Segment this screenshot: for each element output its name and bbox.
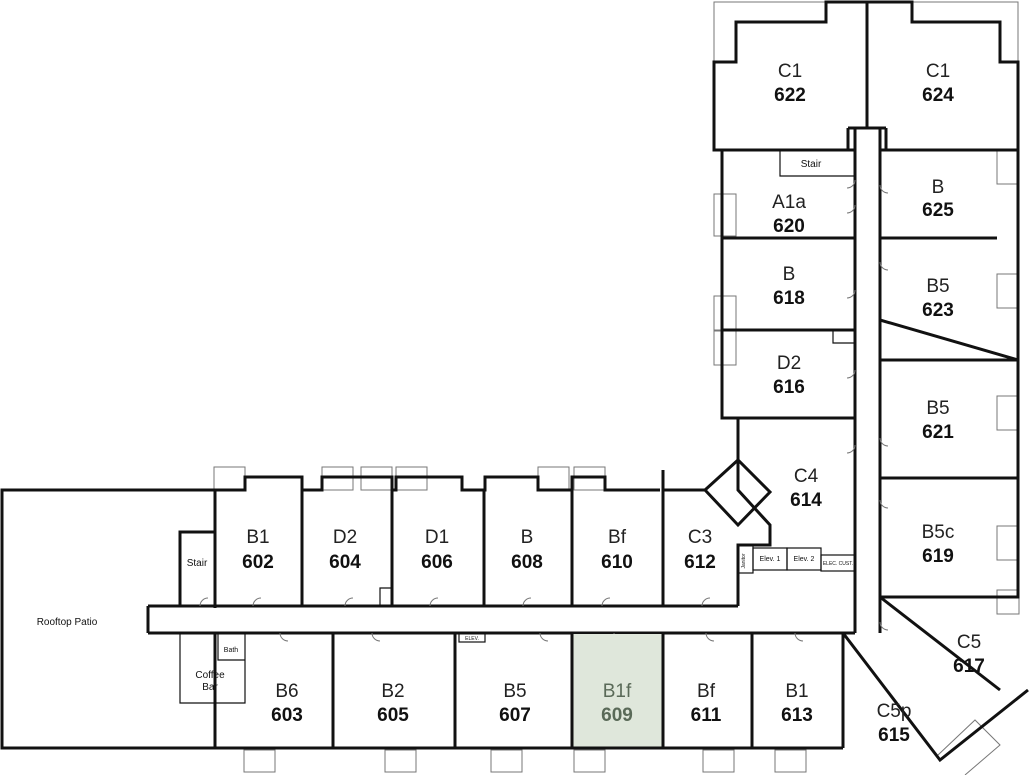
unit-number: 612 <box>684 552 716 573</box>
unit-type: D2 <box>777 353 801 374</box>
unit-625[interactable]: B 625 <box>922 177 954 221</box>
unit-602[interactable]: B1 602 <box>242 527 274 573</box>
unit-number: 624 <box>922 85 954 106</box>
elev2-label: Elev. 2 <box>794 556 815 563</box>
unit-type: B1 <box>785 681 808 702</box>
unit-624[interactable]: C1 624 <box>922 61 954 106</box>
elev-label: ELEV. <box>465 636 479 642</box>
unit-612[interactable]: C3 612 <box>684 527 716 573</box>
unit-610[interactable]: Bf 610 <box>601 527 633 573</box>
unit-number: 614 <box>790 490 822 511</box>
unit-type: C5p <box>877 701 912 722</box>
unit-616[interactable]: D2 616 <box>773 353 805 398</box>
unit-603[interactable]: B6 603 <box>271 681 303 726</box>
unit-number: 615 <box>878 725 910 746</box>
unit-number: 620 <box>773 216 805 237</box>
unit-type: B1f <box>603 681 632 702</box>
unit-number: 625 <box>922 200 954 221</box>
unit-605[interactable]: B2 605 <box>377 681 409 726</box>
unit-type: D2 <box>333 527 357 548</box>
unit-number: 606 <box>421 552 453 573</box>
coffee-bar-label-line2: Bar <box>202 682 218 693</box>
unit-number: 603 <box>271 705 303 726</box>
coffee-bar-label-line1: Coffee <box>195 670 225 681</box>
unit-621[interactable]: B5 621 <box>922 398 954 443</box>
unit-609[interactable]: B1f 609 <box>570 633 665 750</box>
unit-number: 622 <box>774 85 806 106</box>
unit-type: C5 <box>957 632 981 653</box>
unit-number: 618 <box>773 288 805 309</box>
unit-619[interactable]: B5c 619 <box>922 522 955 567</box>
unit-type: D1 <box>425 527 449 548</box>
unit-number: 608 <box>511 552 543 573</box>
unit-number: 611 <box>691 705 722 726</box>
unit-number: 613 <box>781 705 813 726</box>
unit-type: B5 <box>503 681 526 702</box>
unit-type: Bf <box>697 681 716 702</box>
unit-type: B6 <box>275 681 298 702</box>
unit-number: 619 <box>922 546 954 567</box>
unit-type: B <box>521 527 534 548</box>
unit-number: 623 <box>922 300 954 321</box>
unit-608[interactable]: B 608 <box>511 527 543 573</box>
unit-type: B5c <box>922 522 955 543</box>
unit-number: 616 <box>773 377 805 398</box>
unit-type: C3 <box>688 527 712 548</box>
stair-north-label: Stair <box>801 159 822 170</box>
unit-type: B <box>932 177 945 198</box>
unit-highlight <box>573 634 662 747</box>
unit-606[interactable]: D1 606 <box>421 527 453 573</box>
unit-type: B5 <box>926 276 949 297</box>
unit-604[interactable]: D2 604 <box>329 527 361 573</box>
unit-617[interactable]: C5 617 <box>953 632 985 677</box>
unit-number: 602 <box>242 552 274 573</box>
elev-box <box>458 632 486 643</box>
unit-type: B5 <box>926 398 949 419</box>
unit-607[interactable]: B5 607 <box>499 681 531 726</box>
unit-type: C4 <box>794 466 819 487</box>
unit-type: C1 <box>778 61 802 82</box>
unit-number: 609 <box>601 705 633 726</box>
rooftop-patio-label: Rooftop Patio <box>37 617 98 628</box>
unit-number: 604 <box>329 552 361 573</box>
unit-611[interactable]: Bf 611 <box>691 681 722 726</box>
unit-620[interactable]: A1a 620 <box>772 192 806 237</box>
elec-cust-label: ELEC. CUST. <box>823 561 853 567</box>
unit-type: B <box>783 264 796 285</box>
unit-number: 621 <box>922 422 954 443</box>
unit-613[interactable]: B1 613 <box>781 681 813 726</box>
unit-number: 610 <box>601 552 633 573</box>
unit-618[interactable]: B 618 <box>773 264 805 309</box>
unit-number: 607 <box>499 705 531 726</box>
unit-number: 617 <box>953 656 985 677</box>
unit-type: B1 <box>246 527 269 548</box>
unit-615[interactable]: C5p 615 <box>877 701 912 746</box>
unit-614[interactable]: C4 614 <box>790 466 822 511</box>
bath-label: Bath <box>224 647 239 654</box>
unit-622[interactable]: C1 622 <box>774 61 806 106</box>
unit-number: 605 <box>377 705 409 726</box>
unit-type: C1 <box>926 61 950 82</box>
unit-623[interactable]: B5 623 <box>922 276 954 321</box>
janitor-label: Janitor <box>741 553 747 568</box>
elev1-label: Elev. 1 <box>760 556 781 563</box>
unit-type: A1a <box>772 192 806 213</box>
unit-type: B2 <box>381 681 404 702</box>
stair-west-label: Stair <box>187 558 208 569</box>
doors <box>199 179 889 642</box>
unit-type: Bf <box>608 527 627 548</box>
